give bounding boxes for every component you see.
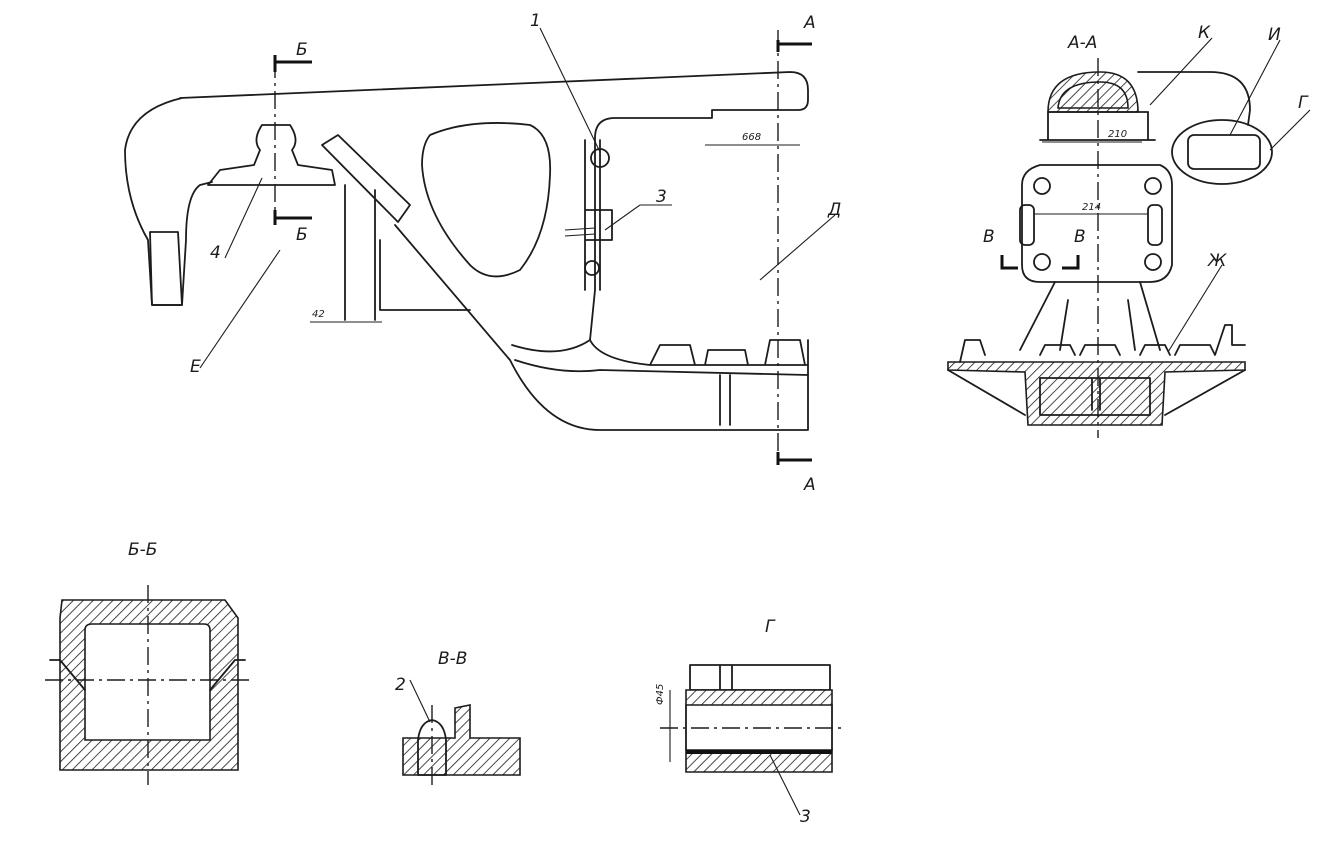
callout-3-detail: 3 bbox=[800, 807, 811, 827]
label-aa-bottom: А bbox=[803, 475, 816, 495]
aa-slot-left bbox=[1019, 204, 1035, 246]
label-vv-left: В bbox=[983, 227, 995, 247]
aa-slot-right bbox=[1147, 204, 1163, 246]
label-vv-right: В bbox=[1074, 227, 1086, 247]
frame-window bbox=[421, 122, 552, 278]
leader-1 bbox=[539, 27, 601, 153]
cut-mark-aa-top bbox=[776, 40, 812, 52]
aa-base bbox=[947, 361, 1246, 426]
leader-e bbox=[199, 249, 281, 369]
callout-zh: Ж bbox=[1207, 251, 1227, 271]
title-vv: В-В bbox=[438, 649, 467, 669]
leader-2 bbox=[409, 679, 431, 723]
dim-45: Ф45 bbox=[655, 684, 666, 705]
frame-outline bbox=[124, 71, 809, 431]
callout-1: 1 bbox=[530, 11, 541, 31]
bottom-deck bbox=[511, 339, 809, 426]
g-top-block bbox=[689, 664, 831, 691]
title-bb: Б-Б bbox=[128, 540, 157, 560]
aa-top-tube bbox=[1047, 71, 1139, 113]
aa-base-box bbox=[1039, 377, 1151, 416]
aa-legs bbox=[1019, 281, 1161, 351]
vv-rivet bbox=[417, 719, 447, 776]
callout-d: Д bbox=[827, 200, 841, 220]
aa-bolt-tr bbox=[1144, 177, 1162, 195]
section-aa-view: А-А 214 210 В В К И bbox=[947, 23, 1311, 438]
dim-668: 668 bbox=[742, 132, 761, 143]
leader-3-detail bbox=[769, 754, 801, 816]
callout-4: 4 bbox=[210, 243, 221, 263]
angled-plate bbox=[321, 134, 471, 321]
leader-d bbox=[759, 214, 836, 281]
cut-mark-bb-top bbox=[273, 55, 312, 72]
label-bb-bottom: Б bbox=[296, 225, 308, 245]
hook-pad bbox=[149, 231, 183, 306]
section-vv-view: В-В 2 bbox=[395, 649, 521, 790]
leader-zh bbox=[1167, 264, 1223, 353]
dim-42: 42 bbox=[312, 309, 325, 320]
bb-hollow-section bbox=[59, 599, 239, 771]
leader-g bbox=[1269, 109, 1311, 151]
main-view: А А Б Б 668 42 1 3 4 Д Е bbox=[124, 11, 841, 495]
bolt-3 bbox=[584, 260, 600, 276]
title-aa: А-А bbox=[1067, 33, 1097, 53]
cut-mark-aa-bottom bbox=[776, 452, 812, 465]
cut-mark-bb-bottom bbox=[273, 210, 312, 225]
leader-k bbox=[1149, 37, 1213, 106]
pin-lines bbox=[564, 227, 596, 237]
vv-section bbox=[402, 704, 521, 776]
label-aa-top: А bbox=[803, 13, 816, 33]
callout-e: Е bbox=[190, 357, 201, 377]
callout-2: 2 bbox=[395, 675, 406, 695]
aa-bolt-br bbox=[1144, 253, 1162, 271]
aa-bolt-bl bbox=[1033, 253, 1051, 271]
dim-210: 210 bbox=[1108, 129, 1127, 140]
leader-i bbox=[1229, 39, 1281, 136]
aa-bolt-tl bbox=[1033, 177, 1051, 195]
section-bb-view: Б-Б bbox=[45, 540, 250, 785]
bolt-1 bbox=[590, 148, 610, 168]
leader-3 bbox=[604, 204, 672, 231]
detail-g-view: Г Ф45 3 bbox=[655, 617, 845, 827]
detail-g-circle bbox=[1171, 119, 1273, 185]
aa-base-rails bbox=[959, 324, 1246, 363]
dim-214: 214 bbox=[1082, 202, 1101, 213]
callout-3-main: 3 bbox=[656, 187, 667, 207]
callout-k: К bbox=[1198, 23, 1211, 43]
aa-neck bbox=[1039, 111, 1156, 141]
leader-4 bbox=[224, 177, 263, 259]
bb-stubs bbox=[49, 659, 246, 691]
rail-bracket bbox=[207, 124, 336, 186]
detail-g-part bbox=[1187, 134, 1261, 170]
g-upper-wall bbox=[685, 689, 833, 706]
label-bb-top: Б bbox=[296, 40, 308, 60]
title-g: Г bbox=[765, 617, 776, 637]
callout-i: И bbox=[1268, 25, 1281, 45]
callout-g: Г bbox=[1298, 93, 1309, 113]
cut-mark-vv bbox=[1000, 255, 1080, 270]
aa-plate bbox=[1021, 164, 1173, 283]
aa-base-flanks bbox=[947, 369, 1246, 416]
